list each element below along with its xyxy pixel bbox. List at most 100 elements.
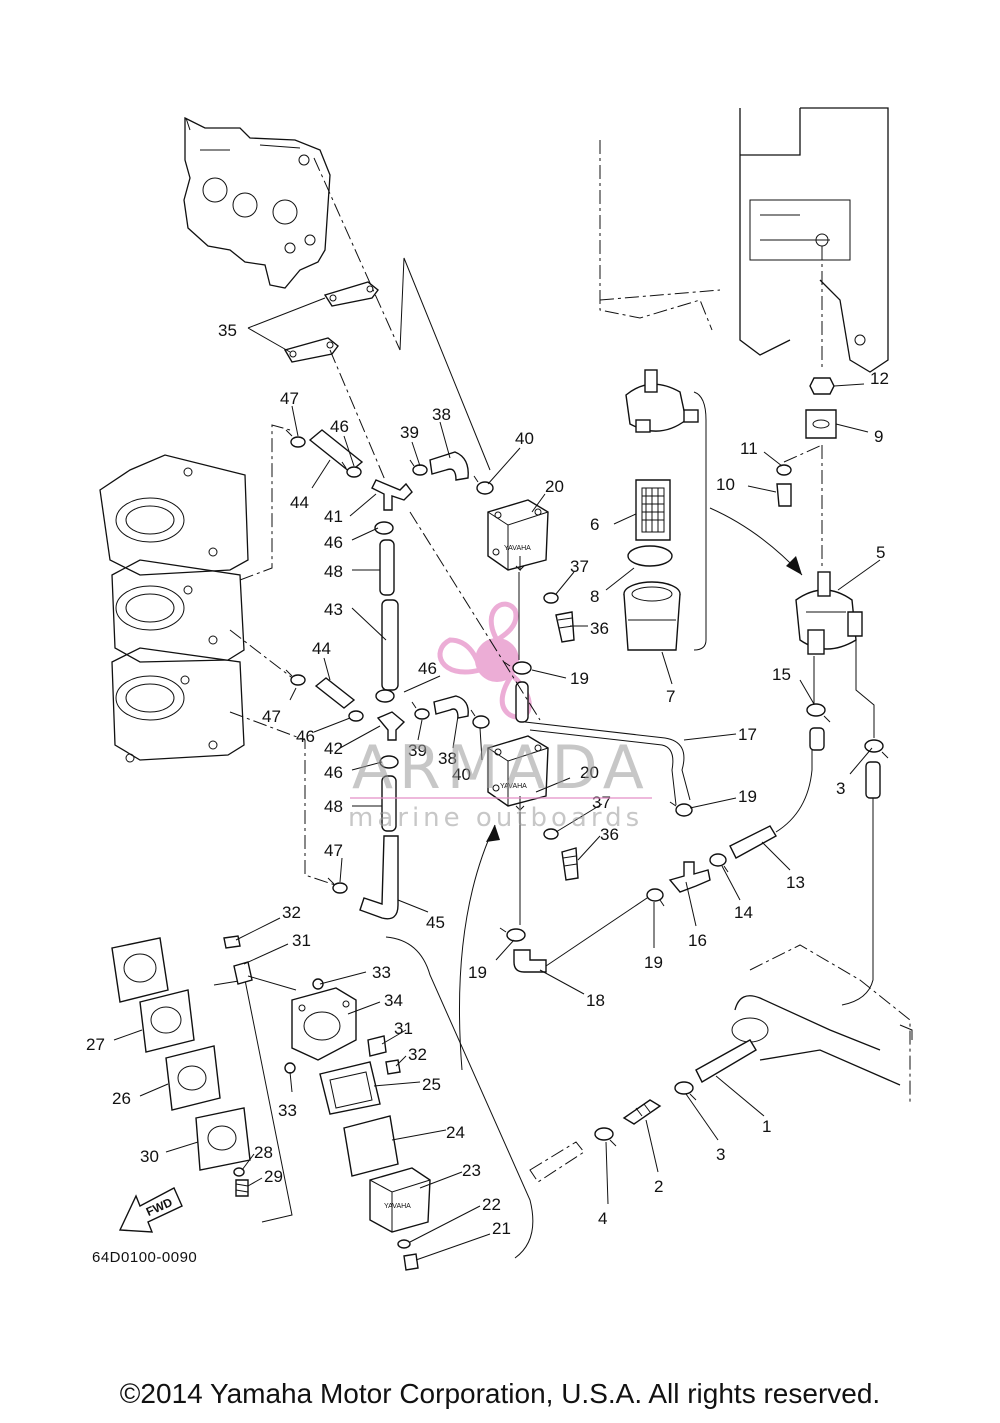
label-26: 26 [112,1089,131,1108]
line-13-to-15 [775,740,813,833]
label-21: 21 [492,1219,511,1238]
leader-upper-joint [409,511,541,721]
gasket-24 [343,1115,399,1177]
label-42: 42 [324,739,343,758]
label-10: 10 [716,475,735,494]
label-18: 18 [586,991,605,1010]
flow-arrow-upper-head [786,556,802,575]
clamp-46-mid-a [375,689,395,703]
label-14: 14 [734,903,753,922]
gasket-26 [165,1045,221,1111]
filter-cup-7 [623,581,681,651]
label-46a: 46 [330,417,349,436]
clamp-47-upper [285,429,306,448]
clamp-46-upper [341,461,362,478]
label-47a: 47 [280,389,299,408]
label-37a: 37 [570,557,589,576]
clamp-46-lower [379,755,399,769]
hose-38-upper [429,451,469,481]
intake-manifold-upper [99,454,249,576]
zigzag-break-line [399,257,491,471]
pump-body-34 [291,987,357,1061]
label-46e: 46 [324,763,343,782]
watermark-logo [437,601,532,720]
leader-lines [113,297,881,1261]
o-ring-8 [627,545,673,567]
hose-19-down [515,681,529,723]
bolt-36-upper [555,611,575,643]
label-19a: 19 [570,669,589,688]
engine-block-right [599,107,889,373]
clamp-40-upper [473,475,494,495]
nut-33-lower [284,1062,296,1074]
label-41: 41 [324,507,343,526]
pump-brand-upper: YAVAHA [504,545,531,552]
label-46c: 46 [418,659,437,678]
label-22: 22 [482,1195,501,1214]
hose-43 [381,599,399,691]
label-8: 8 [590,587,599,606]
diaphragm-25 [319,1061,381,1115]
label-11: 11 [740,439,758,458]
label-13: 13 [786,873,805,892]
label-48a: 48 [324,562,343,581]
clamp-40-lower [470,709,490,729]
leader-gasket-to-joint [329,349,386,481]
fwd-arrow: FWD [118,1187,183,1233]
clamp-47-lower [327,877,348,894]
diagram-code: 64D0100-0090 [92,1249,197,1266]
label-32b: 32 [408,1045,427,1064]
screw-32-upper [223,935,241,949]
washer-11 [776,464,792,476]
watermark-name: ARMADA [352,733,650,803]
label-6: 6 [590,515,599,534]
line-31-to-34 [247,975,297,991]
filter-cap [625,369,699,433]
label-25: 25 [422,1075,441,1094]
elbow-18 [513,949,547,973]
fuel-pump-20-lower: YAVAHA [487,735,549,812]
hose-38-lower [433,695,469,719]
screw-32-lower [385,1059,401,1075]
leader-intake-lower [229,711,336,886]
label-31a: 31 [292,931,311,950]
connector-2 [622,1099,662,1125]
label-43: 43 [324,600,343,619]
clamp-15 [806,703,831,723]
label-47b: 47 [262,707,281,726]
washer-37-lower [543,828,559,840]
label-40a: 40 [515,429,534,448]
label-33a: 33 [372,963,391,982]
label-27: 27 [86,1035,105,1054]
label-19c: 19 [468,963,487,982]
label-23: 23 [462,1161,481,1180]
part-labels: 35 47 46 39 38 40 44 41 46 48 43 20 6 37… [86,321,889,1238]
label-3b: 3 [716,1145,725,1164]
label-4: 4 [598,1209,607,1228]
label-3a: 3 [836,779,845,798]
head-outline-dash [185,117,191,131]
leader-intake-upper [239,424,291,581]
clamp-14 [709,853,729,873]
washer-22 [397,1239,411,1249]
watermark-tagline: marine outboards [348,803,643,833]
washer-28 [233,1167,245,1177]
bracket-outline-lower-left [213,979,293,1223]
leader-washer [783,444,823,463]
label-34: 34 [384,991,403,1010]
label-20b: 20 [580,763,599,782]
gasket-35-upper [323,281,379,307]
label-35: 35 [218,321,237,340]
clamp-19-right [669,801,693,817]
label-17: 17 [738,725,757,744]
label-15: 15 [772,665,791,684]
label-29: 29 [264,1167,283,1186]
label-20a: 20 [545,477,564,496]
label-28: 28 [254,1143,273,1162]
label-30: 30 [140,1147,159,1166]
label-40b: 40 [452,765,471,784]
label-19b: 19 [738,787,757,806]
cylinder-head-block [183,116,331,289]
joint-42 [376,711,406,741]
copyright-notice: ©2014 Yamaha Motor Corporation, U.S.A. A… [119,1378,881,1409]
